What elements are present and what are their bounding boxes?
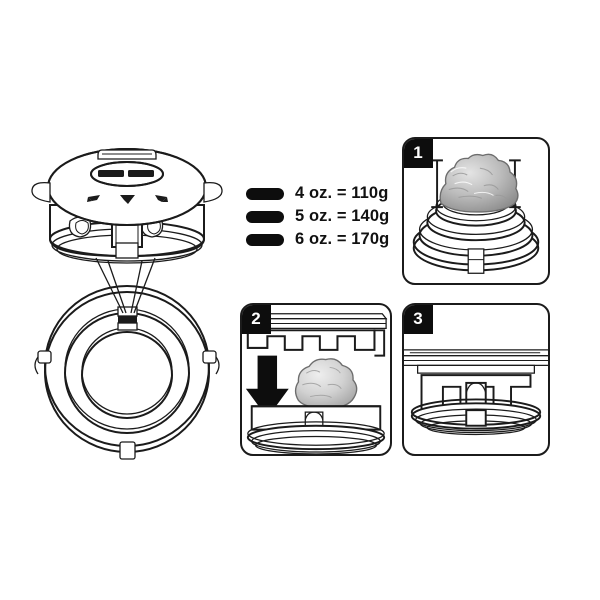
filter-lid-assembly: 4 oz. 5 oz. 6 oz. (31, 148, 223, 264)
exploded-view-illustration: 4 oz. 5 oz. 6 oz. (30, 135, 235, 475)
step-number-badge: 2 (242, 305, 271, 334)
legend-pill-swatch (246, 233, 284, 246)
panel-step-1: 1 (402, 137, 550, 285)
panel-3-illustration (404, 349, 548, 436)
dose-legend: 4 oz. = 110g 5 oz. = 140g 6 oz. = 170g (246, 182, 396, 251)
filter-ring-top-view (34, 285, 220, 460)
legend-row: 4 oz. = 110g (246, 182, 396, 205)
legend-label: 5 oz. = 140g (295, 207, 390, 225)
legend-pill-swatch (246, 187, 284, 200)
down-arrow-icon (245, 355, 289, 418)
coffee-grounds-mound (294, 358, 358, 409)
exploded-view-svg: 4 oz. 5 oz. 6 oz. (31, 148, 223, 460)
legend-label: 4 oz. = 110g (295, 184, 389, 202)
legend-row: 6 oz. = 170g (246, 228, 396, 251)
panel-step-3: 3 (402, 303, 550, 456)
panel-1-illustration (412, 153, 540, 274)
lid-arrow-marks (87, 195, 168, 204)
legend-row: 5 oz. = 140g (246, 205, 396, 228)
legend-label: 6 oz. = 170g (295, 230, 390, 248)
step-number-badge: 1 (404, 139, 433, 168)
step-number-badge: 3 (404, 305, 433, 334)
legend-pill-swatch (246, 210, 284, 223)
callout-lines (95, 257, 156, 314)
coffee-grounds-mound (439, 153, 519, 213)
panel-step-2: 2 (240, 303, 392, 456)
